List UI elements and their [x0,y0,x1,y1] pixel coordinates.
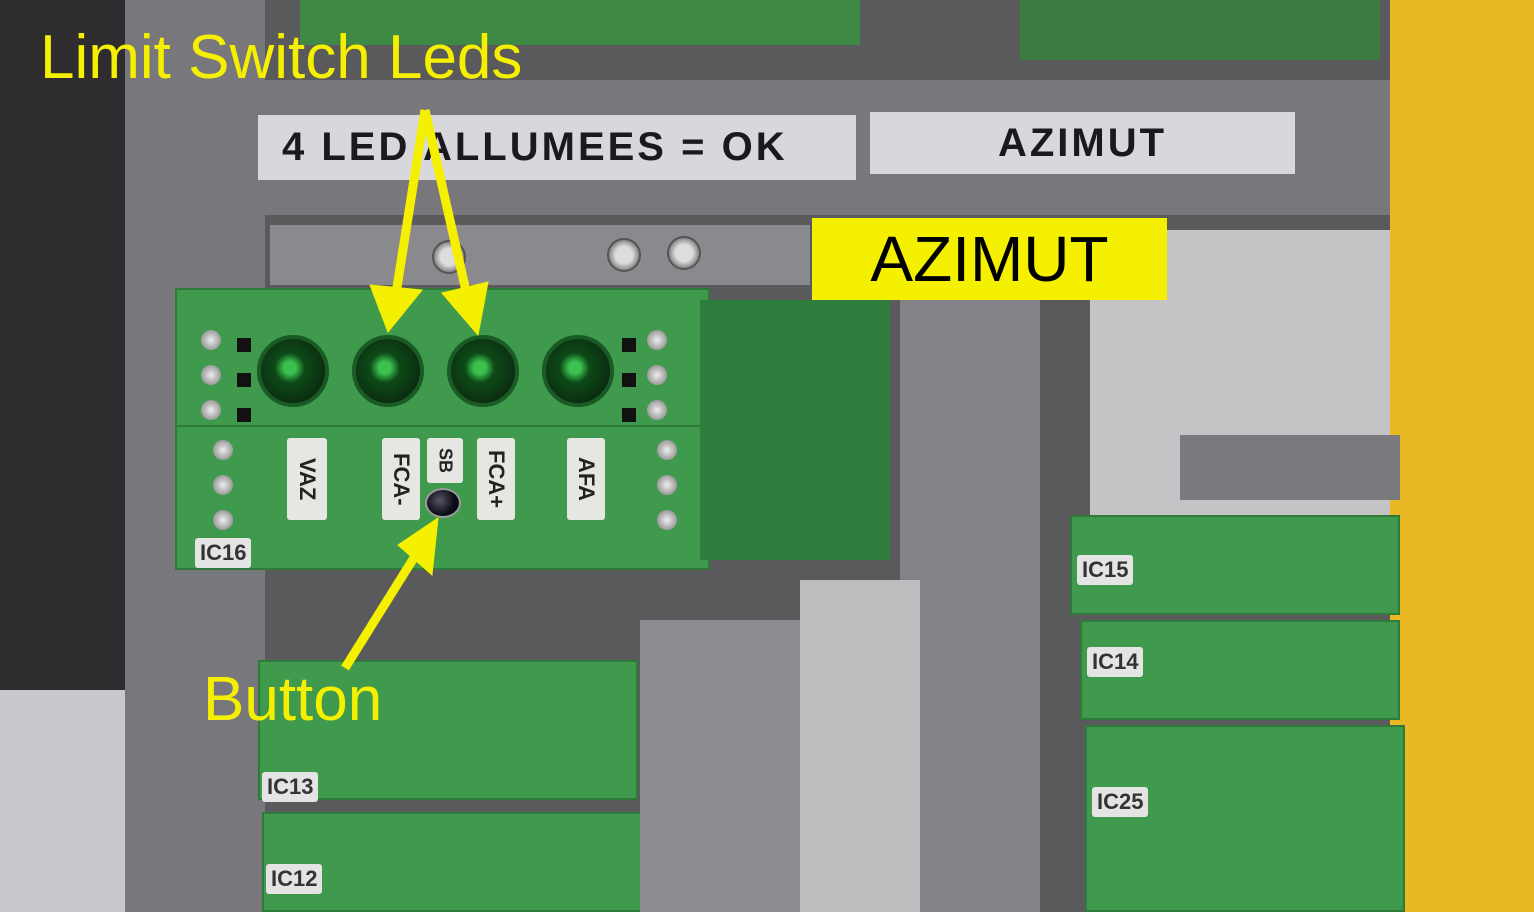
tag-afa: AFA [567,438,605,520]
ic14-module: IC14 [1080,620,1400,720]
led-fca-plus [447,335,519,407]
tag-vaz: VAZ [287,438,327,520]
pin-icon [213,510,233,530]
screw-icon [667,236,701,270]
azimut-highlight-box: AZIMUT [812,218,1167,300]
tag-fca-plus: FCA+ [477,438,515,520]
ic14-label: IC14 [1087,647,1144,677]
ic15-label: IC15 [1077,555,1134,585]
led-fca-minus [352,335,424,407]
pin-icon [657,475,677,495]
ribbon-connectors [640,620,800,912]
module-id-label: IC16 [195,538,252,568]
pin-icon [657,510,677,530]
terminal-strip [270,225,810,285]
center-foam [800,580,920,912]
pin-icon [647,330,667,350]
tag-fca-minus: FCA- [382,438,420,520]
azimut-label-strip: AZIMUT [870,112,1295,174]
mid-rail [900,300,1040,912]
arrow-to-led-2 [390,109,430,301]
hole [622,408,636,422]
ic12-label: IC12 [266,864,323,894]
limit-switch-leds-annotation: Limit Switch Leds [40,23,523,92]
pin-icon [201,365,221,385]
pin-icon [201,330,221,350]
button-annotation: Button [203,665,383,734]
arrow-head-icon [441,281,489,337]
arrow-to-button [341,545,424,671]
led-afa [542,335,614,407]
led-ok-label-text: 4 LED ALLUMEES = OK [282,125,788,169]
led-ok-label-strip: 4 LED ALLUMEES = OK [258,115,856,180]
left-white-box [0,690,140,912]
pin-icon [201,400,221,420]
ic15-module: IC15 [1070,515,1400,615]
arrow-head-icon [369,284,423,333]
hole [237,373,251,387]
yellow-enclosure [1390,0,1534,912]
top-module-left [300,0,860,45]
hole [622,373,636,387]
side-connector [700,300,890,560]
terminal-block-right [1180,435,1400,500]
tag-sb: SB [427,438,463,483]
pin-icon [213,440,233,460]
module-divider [177,425,708,427]
top-module-right [1020,0,1380,60]
pin-icon [647,400,667,420]
led-vaz [257,335,329,407]
ic25-label: IC25 [1092,787,1149,817]
pin-icon [657,440,677,460]
hole [237,408,251,422]
ic16-module: VAZ FCA- SB FCA+ AFA IC16 [175,288,710,570]
arrow-to-led-3 [420,109,473,301]
hole [622,338,636,352]
push-button[interactable] [425,488,461,518]
pin-icon [213,475,233,495]
hole [237,338,251,352]
ic25-module: IC25 [1085,725,1405,912]
pin-icon [647,365,667,385]
azimut-label-text: AZIMUT [997,120,1168,165]
ic13-module: IC13 [258,660,638,802]
azimut-highlight-text: AZIMUT [870,223,1109,295]
ic13-label: IC13 [262,772,319,802]
screw-icon [607,238,641,272]
arrow-head-icon [397,516,439,577]
ic12-module: IC12 [262,812,642,912]
